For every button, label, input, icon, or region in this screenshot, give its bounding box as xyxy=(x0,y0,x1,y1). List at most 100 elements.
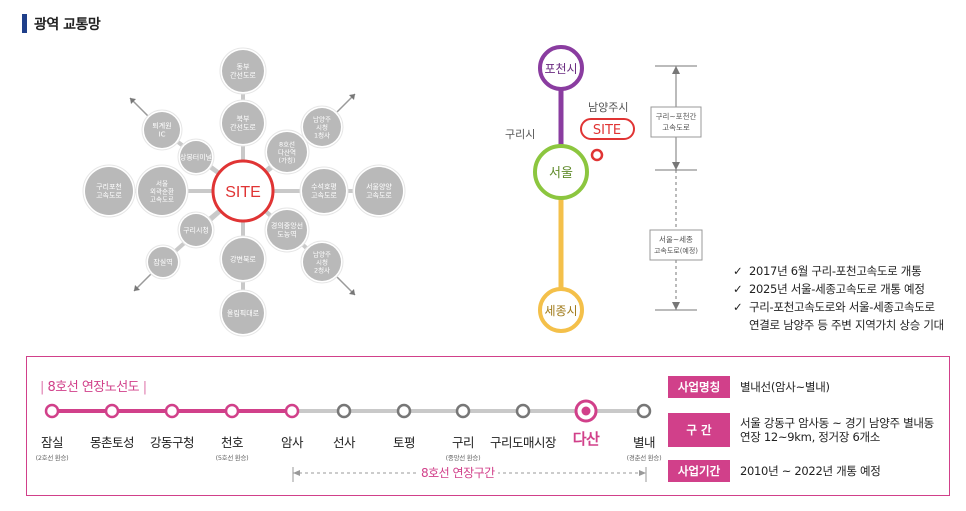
corridor-site-label: SITE xyxy=(593,123,621,138)
network-node-label: 남양주 xyxy=(313,114,331,123)
station-name: 암사 xyxy=(280,435,304,450)
network-node-label: 고속도로 xyxy=(150,195,174,203)
bullet-item: ✓구리-포천고속도로와 서울-세종고속도로 연결로 남양주 등 주변 지역가치 … xyxy=(733,300,944,332)
station-name: 몽촌토성 xyxy=(89,435,135,450)
segment-box-guri-pocheon xyxy=(650,106,702,138)
city-seoul xyxy=(533,144,589,200)
info-label-section: 구 간 xyxy=(668,413,730,447)
network-node-label: 경의중앙선 xyxy=(271,221,303,230)
station-name: 별내 xyxy=(632,435,656,450)
station-label: 별내 (경춘선 환승) xyxy=(627,432,662,462)
network-node-label: 다산역 xyxy=(278,147,296,156)
station-transfer-note: (5호선 환승) xyxy=(215,454,249,462)
network-node: 구리시청 xyxy=(177,211,215,249)
station-transfer-note: (경춘선 환승) xyxy=(626,454,662,462)
station-name: 구리 xyxy=(451,435,475,450)
network-node-label: 남양주 xyxy=(313,249,331,258)
network-node-label: 시청 xyxy=(316,123,328,131)
center-site-label: SITE xyxy=(225,184,261,201)
segment-guri-pocheon-line1: 구리~포천간 xyxy=(656,111,697,121)
direction-arrow-icon xyxy=(134,285,140,291)
station-name: 구리도매시장 xyxy=(489,435,557,450)
direction-arrow-icon xyxy=(349,94,355,100)
station-transfer-note: (2호선 환승) xyxy=(35,454,69,462)
station-name: 토평 xyxy=(392,435,416,450)
bullet-item: ✓2017년 6월 구리-포천고속도로 개통 xyxy=(733,264,922,278)
station-label: 토평 xyxy=(392,432,416,451)
line8-title: | 8호선 연장노선도 | xyxy=(40,380,147,395)
network-node-label: 수석호평 xyxy=(311,182,337,191)
network-node-label: 고속도로 xyxy=(311,192,337,200)
station-name: 강동구청 xyxy=(149,435,195,450)
network-node-label: 잠실역 xyxy=(153,257,172,266)
network-node-label: 도농역 xyxy=(277,230,296,239)
segment-box-seoul-sejong xyxy=(649,229,703,261)
network-node-label: 서울 xyxy=(156,178,168,187)
network-node-label: 퇴계원 xyxy=(152,121,171,130)
station-label: 강동구청 xyxy=(149,432,195,451)
info-label-name: 사업명칭 xyxy=(668,376,730,398)
title-marker xyxy=(22,14,27,33)
station-marker xyxy=(336,403,352,419)
station-marker xyxy=(104,403,120,419)
station-marker xyxy=(396,403,412,419)
city-sejong-label: 세종시 xyxy=(544,304,577,318)
network-node-label: 북부 xyxy=(237,115,250,123)
network-node-label: 1청사 xyxy=(314,130,330,139)
network-node-label: 서울양양 xyxy=(366,182,392,191)
network-node-label: 고속도로 xyxy=(96,192,122,200)
network-node-label: 2청사 xyxy=(314,265,330,274)
station-label: 천호(5호선 환승) xyxy=(216,432,249,462)
network-node: 올림픽대로 xyxy=(219,289,267,337)
station-marker xyxy=(284,403,300,419)
station-label: 다산 xyxy=(573,428,600,449)
station-name: 잠실 xyxy=(40,435,64,450)
station-label: 몽촌토성 xyxy=(89,432,135,451)
station-label: 구리도매시장 xyxy=(489,432,557,451)
network-node-label: 강변북로 xyxy=(230,254,256,263)
network-node-label: IC xyxy=(159,131,166,139)
segment-seoul-sejong-line2: 고속도로(예정) xyxy=(654,246,698,255)
station-transfer-note: (중앙선 환승) xyxy=(445,454,481,462)
bullet-item: ✓2025년 서울-세종고속도로 개통 예정 xyxy=(733,282,925,296)
network-node-label: 시청 xyxy=(316,258,328,266)
station-marker xyxy=(515,403,531,419)
station-marker xyxy=(164,403,180,419)
direction-arrow-icon xyxy=(349,289,355,295)
network-node-label: 고속도로 xyxy=(366,192,392,200)
station-label: 잠실 (2호선 환승) xyxy=(36,432,69,462)
network-node-label: 외곽순환 xyxy=(150,186,174,195)
network-node-label: 간선도로 xyxy=(230,71,256,80)
extension-label: 8호선 연장구간 xyxy=(418,464,498,481)
segment-guri-pocheon-line2: 고속도로 xyxy=(662,123,690,132)
network-center: SITE xyxy=(211,159,275,223)
network-node: 상봉터미널 xyxy=(177,138,215,176)
line8-panel xyxy=(26,356,950,496)
network-node-label: 동부 xyxy=(237,63,250,71)
network-nodes: 동부간선도로북부간선도로퇴계원IC상봉터미널8호선다산역(가칭)남양주시청1청사… xyxy=(82,47,406,337)
network-node: 잠실역 xyxy=(145,244,181,280)
info-label-period: 사업기간 xyxy=(668,460,730,482)
city-sejong xyxy=(538,287,584,333)
network-node-label: 간선도로 xyxy=(230,123,256,132)
network-node-label: 상봉터미널 xyxy=(180,152,212,161)
line8-track xyxy=(44,399,652,423)
city-pocheon xyxy=(538,45,584,91)
network-node-label: 8호선 xyxy=(279,139,295,148)
info-value-section: 서울 강동구 암사동 ~ 경기 남양주 별내동 연장 12~9km, 정거장 6… xyxy=(740,416,934,444)
city-seoul-label: 서울 xyxy=(549,166,573,181)
station-marker xyxy=(455,403,471,419)
city-pocheon-label: 포천시 xyxy=(544,61,577,76)
station-label: 구리 (중앙선 환승) xyxy=(446,432,481,462)
network-node-label: 구리포천 xyxy=(96,182,122,191)
station-marker xyxy=(44,403,60,419)
